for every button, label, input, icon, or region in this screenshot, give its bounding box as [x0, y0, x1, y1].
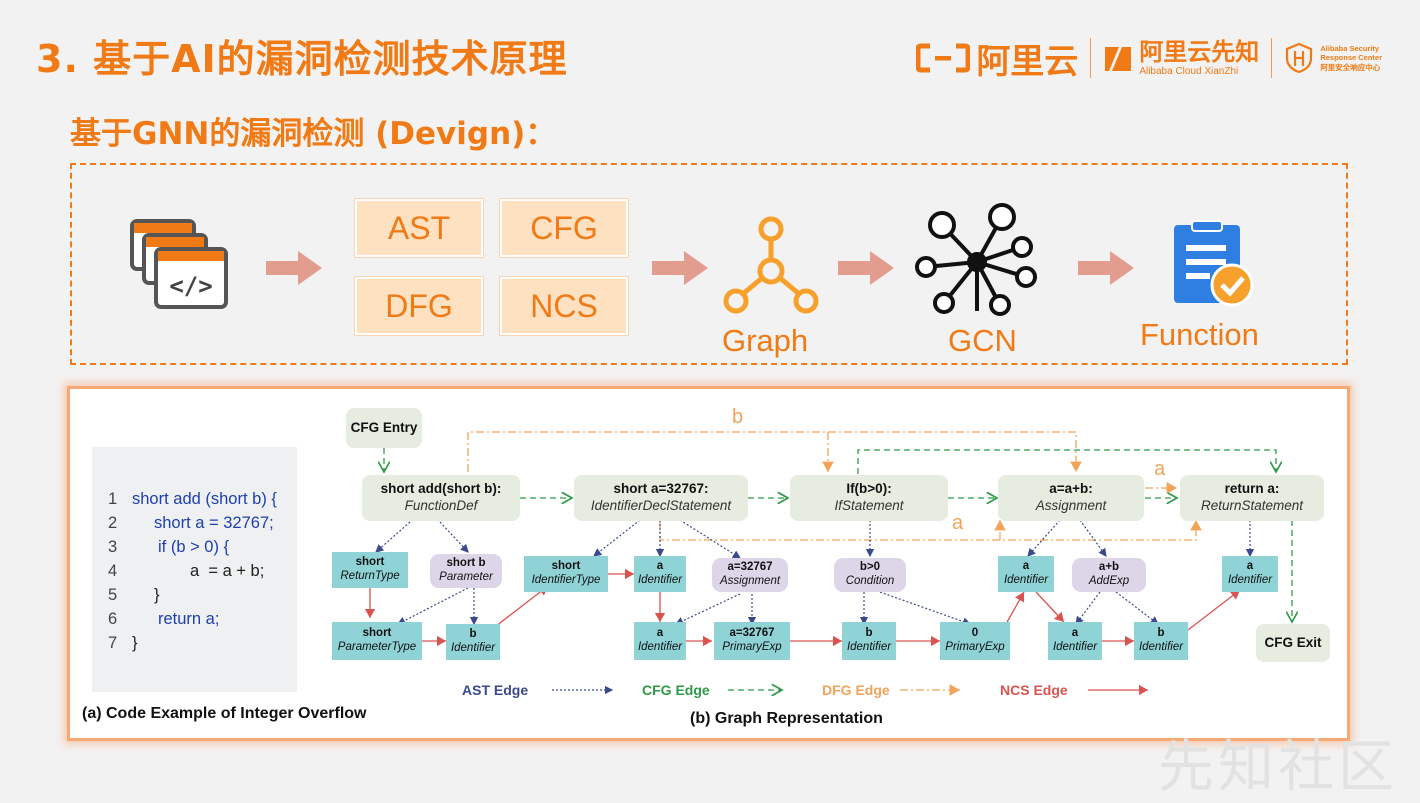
- tag-cfg: CFG: [500, 199, 628, 257]
- legend-dfg: DFG Edge: [822, 682, 890, 698]
- stmt-assignment: a=a+b:Assignment: [998, 475, 1144, 521]
- function-check-icon: [1174, 220, 1254, 307]
- ast-edge: [1075, 591, 1101, 625]
- logo-bar: 阿里云 阿里云先知 Alibaba Cloud XianZhi Alibaba …: [916, 34, 1382, 83]
- flow-arrow-icon: [652, 251, 708, 285]
- legend-ncs: NCS Edge: [1000, 682, 1068, 698]
- ast-edge: [1115, 591, 1159, 625]
- tag-ncs: NCS: [500, 277, 628, 335]
- cfg-entry-node: CFG Entry: [346, 408, 422, 448]
- asrc-line3: 阿里安全响应中心: [1320, 62, 1381, 72]
- pipeline-box: </> AST CFG DFG NCS Graph: [70, 163, 1348, 365]
- ast-edge: [593, 519, 641, 557]
- stmt-decl: short a=32767:IdentifierDeclStatement: [574, 475, 748, 521]
- ncs-edge: [495, 585, 549, 627]
- caption-graph: (b) Graph Representation: [690, 710, 883, 727]
- gcn-label: GCN: [948, 323, 1017, 358]
- cfg-edge: [857, 449, 1276, 474]
- tag-ast: AST: [355, 199, 483, 257]
- shield-icon: [1286, 42, 1313, 74]
- code-line: 5}: [108, 586, 160, 604]
- legend-ast: AST Edge: [462, 682, 529, 698]
- tag-dfg: DFG: [355, 277, 483, 335]
- xianzhi-cn: 阿里云先知: [1139, 37, 1260, 66]
- logo-divider: [1090, 38, 1092, 78]
- flow-arrow-icon: [1078, 251, 1134, 285]
- watermark: 先知社区: [1158, 735, 1398, 800]
- aliyun-bracket-icon: [916, 43, 971, 73]
- svg-text:</>: </>: [169, 272, 212, 300]
- caption-code: (a) Code Example of Integer Overflow: [82, 705, 367, 722]
- aliyun-logo: 阿里云: [916, 34, 1078, 83]
- ncs-edge: [1187, 589, 1241, 631]
- code-window-icon: </>: [130, 219, 228, 309]
- ncs-edge: [1005, 591, 1025, 625]
- ast-edge: [396, 587, 469, 625]
- asrc-line1: Alibaba Security: [1320, 43, 1380, 53]
- ast-edge: [679, 519, 742, 559]
- xianzhi-en: Alibaba Cloud XianZhi: [1139, 65, 1239, 77]
- asrc-line2: Response Center: [1320, 53, 1382, 63]
- slide-title: 3. 基于AI的漏洞检测技术原理: [36, 37, 568, 81]
- code-line: 7}: [108, 634, 138, 652]
- ast-edge: [439, 521, 469, 553]
- dfg-label-a1: a: [1154, 458, 1166, 480]
- stmt-function-def: short add(short b):FunctionDef: [362, 475, 520, 521]
- logo-divider: [1271, 38, 1273, 78]
- ast-edge: [879, 591, 972, 626]
- dfg-label-a2: a: [952, 512, 964, 534]
- xianzhi-mark-icon: [1105, 47, 1132, 71]
- asrc-logo: Alibaba Security Response Center 阿里安全响应中…: [1284, 42, 1382, 74]
- aliyun-logo-text: 阿里云: [976, 41, 1079, 82]
- graph-label: Graph: [722, 323, 809, 358]
- flow-arrow-icon: [266, 251, 322, 285]
- ast-edge: [1027, 519, 1061, 557]
- slide-subtitle: 基于GNN的漏洞检测 (Devign)：: [70, 116, 557, 152]
- ast-edge: [375, 521, 411, 553]
- cfg-exit-node: CFG Exit: [1256, 624, 1330, 662]
- stmt-if: If(b>0):IfStatement: [790, 475, 948, 521]
- flow-arrow-icon: [838, 251, 894, 285]
- legend-cfg: CFG Edge: [642, 682, 710, 698]
- ncs-edge: [1035, 591, 1065, 623]
- dfg-edge: [467, 431, 1082, 472]
- dfg-label-b: b: [732, 406, 744, 428]
- function-label: Function: [1140, 317, 1259, 352]
- stmt-return: return a:ReturnStatement: [1180, 475, 1324, 521]
- gcn-icon: [915, 203, 1037, 316]
- dfg-edge: [659, 520, 1202, 541]
- ast-edge: [674, 593, 741, 625]
- graph-icon: [723, 216, 819, 314]
- ast-edge: [1079, 519, 1107, 557]
- xianzhi-logo: 阿里云先知 Alibaba Cloud XianZhi: [1103, 40, 1259, 77]
